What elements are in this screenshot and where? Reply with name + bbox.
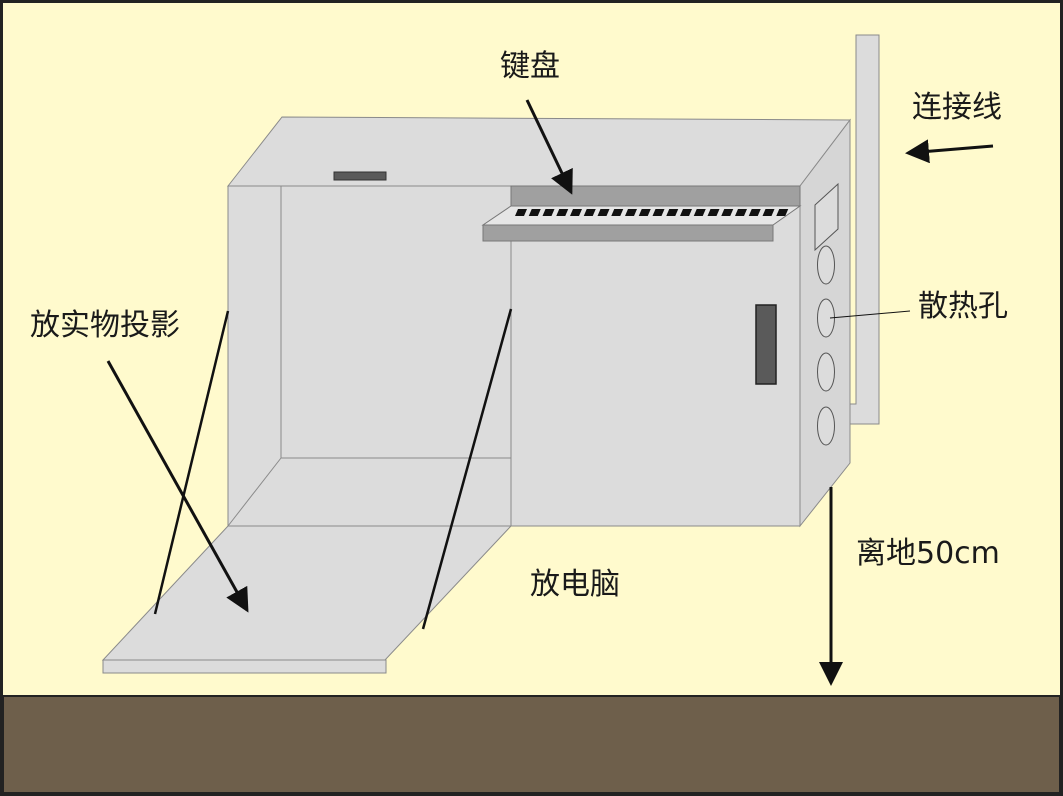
keyboard-key	[776, 209, 789, 216]
keyboard-arrow	[525, 99, 573, 195]
projection-line-left	[153, 310, 230, 615]
vents-pointer	[829, 310, 911, 319]
compartment-inner-floor-edge	[227, 457, 282, 527]
keyboard-key	[528, 209, 541, 216]
cabinet-front	[227, 185, 801, 527]
vent-hole-4	[817, 406, 835, 446]
keyboard-keys	[515, 209, 789, 216]
projector-shelf	[101, 525, 513, 661]
cable-label: 连接线	[912, 90, 1002, 125]
cable-strip	[848, 34, 880, 425]
keyboard-key	[693, 209, 706, 216]
vent-hole-3	[817, 352, 835, 392]
keyboard-key	[583, 209, 596, 216]
projection-arrow	[106, 360, 249, 613]
projector-shelf-lip	[102, 659, 387, 674]
vents-label: 散热孔	[918, 289, 1008, 324]
keyboard-key	[515, 209, 527, 216]
keyboard-key	[611, 209, 624, 216]
keyboard-key	[762, 209, 775, 216]
keyboard-key	[721, 209, 734, 216]
keyboard-key	[625, 209, 637, 216]
projection-line-right	[421, 308, 513, 630]
keyboard-key	[570, 209, 582, 216]
front-handle	[755, 304, 777, 385]
height-label: 离地50cm	[856, 536, 1000, 571]
keyboard-label: 键盘	[500, 49, 560, 84]
keyboard-drawer-top	[510, 185, 801, 207]
keyboard-key	[748, 209, 761, 216]
vent-hole-1	[817, 245, 835, 285]
keyboard-key	[666, 209, 679, 216]
top-slot	[333, 171, 387, 181]
floor	[2, 695, 1061, 794]
keyboard-key	[680, 209, 692, 216]
side-panel-port	[814, 182, 839, 252]
keyboard-tray	[482, 224, 774, 242]
keyboard-key	[638, 209, 651, 216]
cable-arrow	[905, 139, 994, 164]
keyboard-key	[735, 209, 747, 216]
keyboard-key	[707, 209, 720, 216]
keyboard-key	[556, 209, 569, 216]
keyboard-key	[652, 209, 665, 216]
projection-label: 放实物投影	[30, 308, 180, 343]
keyboard-key	[597, 209, 610, 216]
computer-label: 放电脑	[530, 567, 620, 602]
keyboard-key	[542, 209, 555, 216]
